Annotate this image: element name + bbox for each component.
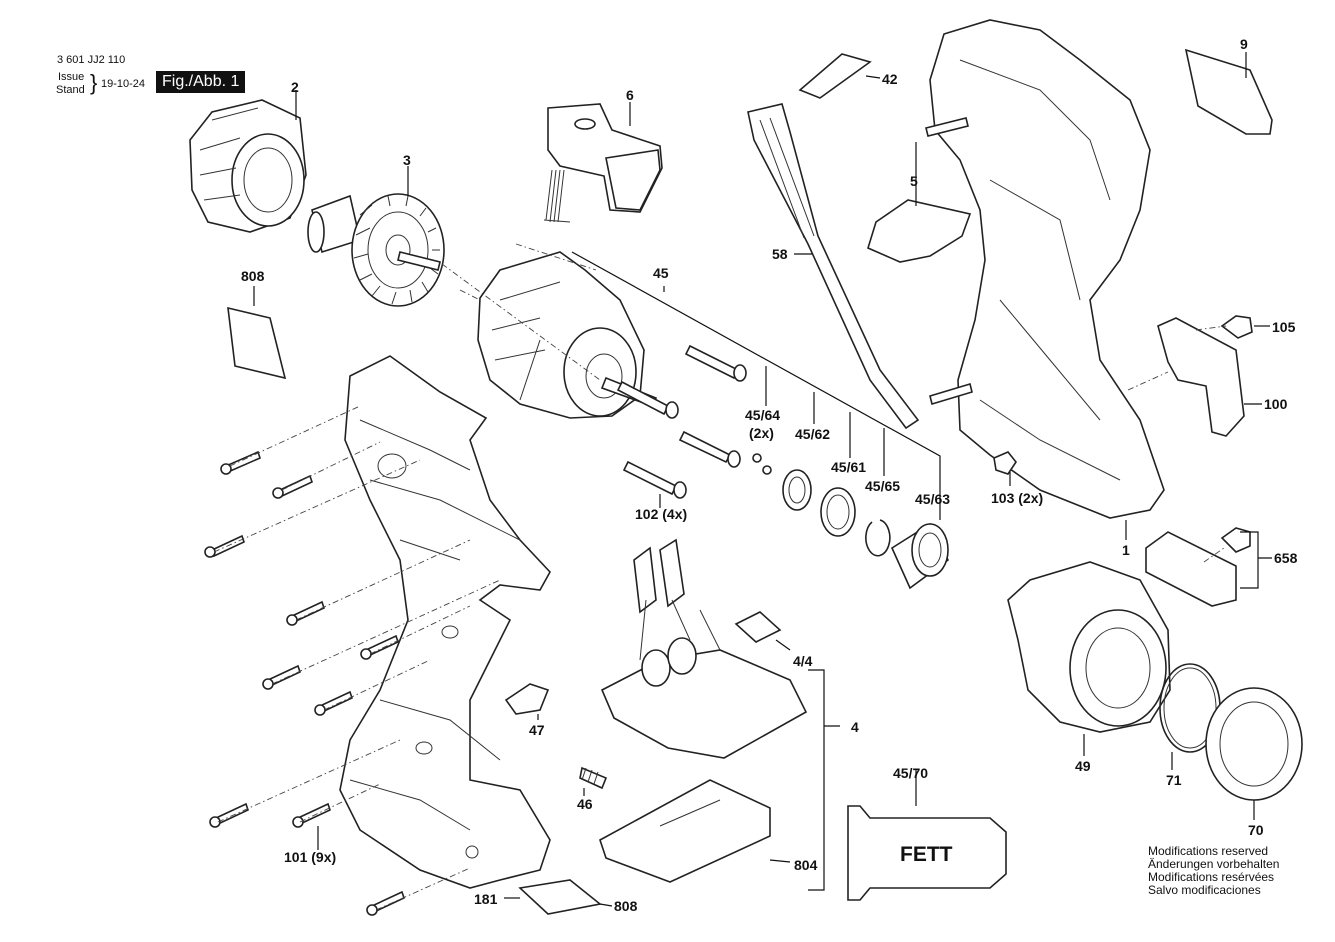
label-part-2: 2 [291, 79, 299, 95]
label-part-9: 9 [1240, 36, 1248, 52]
label-part-46: 46 [577, 796, 593, 812]
part-spring-46 [579, 766, 608, 790]
doc-number: 3 601 JJ2 110 [57, 54, 126, 66]
part-washer-45-61 [820, 487, 856, 537]
label-part-804: 804 [794, 857, 818, 873]
label-part-808-top: 808 [241, 268, 265, 284]
part-belt-clip-100 [1157, 317, 1245, 437]
part-rotor-3 [307, 193, 445, 307]
note-line-2: Änderungen vorbehalten [1148, 857, 1280, 871]
part-electronics-4 [600, 538, 808, 759]
label-part-45-70: 45/70 [893, 765, 929, 781]
part-switch-6 [543, 103, 663, 223]
part-label-9 [1184, 48, 1273, 135]
label-part-45-61: 45/61 [831, 459, 867, 475]
part-stator-2 [189, 99, 307, 233]
label-part-1: 1 [1122, 542, 1130, 558]
label-part-102: 102 (4x) [635, 506, 688, 522]
figure-label: Fig./Abb. 1 [156, 71, 246, 93]
part-label-sheet-808 [227, 306, 287, 380]
label-part-45-63: 45/63 [915, 491, 951, 507]
stand-label: Stand [56, 84, 85, 96]
label-part-45-64: 45/64 [745, 407, 781, 423]
part-strap-58 [747, 103, 920, 430]
part-ring-45-62 [782, 469, 812, 511]
label-part-45-62: 45/62 [795, 426, 831, 442]
part-nut-103 [993, 451, 1017, 475]
label-part-47: 47 [529, 722, 545, 738]
label-part-42: 42 [882, 71, 898, 87]
label-part-4: 4 [851, 719, 859, 735]
part-circlip-45-65 [865, 519, 891, 557]
label-part-103: 103 (2x) [991, 490, 1044, 506]
part-screw-105 [1220, 315, 1253, 339]
part-housing-half-1 [925, 19, 1165, 519]
part-slider-5 [867, 199, 972, 263]
part-label-sheet-808-bottom [518, 879, 602, 915]
part-ball-45-64a [752, 453, 762, 463]
note-line-4: Salvo modificaciones [1148, 883, 1261, 897]
label-part-49: 49 [1075, 758, 1091, 774]
part-grease-tube-45-70 [847, 805, 1007, 901]
label-part-105: 105 [1272, 319, 1296, 335]
part-screws-102 [616, 344, 747, 499]
leader-lines [253, 52, 1272, 907]
part-button-47 [504, 683, 550, 715]
label-part-3: 3 [403, 152, 411, 168]
label-part-101: 101 (9x) [284, 849, 337, 865]
issue-label: Issue [58, 71, 85, 83]
part-screws-101 [204, 450, 405, 916]
label-part-5: 5 [910, 173, 918, 189]
label-part-71: 71 [1166, 772, 1182, 788]
label-part-45-65: 45/65 [865, 478, 901, 494]
part-sleeve-45-63 [890, 522, 950, 590]
label-part-181: 181 [474, 891, 498, 907]
issue-date: 19-10-24 [101, 78, 146, 90]
part-gear-housing-45 [477, 251, 658, 419]
label-part-6: 6 [626, 87, 634, 103]
grease-label: FETT [900, 843, 953, 866]
part-cap-70 [1205, 687, 1303, 801]
label-part-4-4: 4/4 [793, 653, 813, 669]
part-housing-half-left [339, 355, 551, 889]
part-front-cover-49 [1007, 561, 1171, 733]
alignment-lines [213, 243, 1227, 911]
label-part-45: 45 [653, 265, 669, 281]
label-part-58: 58 [772, 246, 788, 262]
part-label-42 [798, 53, 872, 99]
note-line-3: Modifications resérvées [1148, 870, 1275, 884]
part-bracket-658 [1145, 527, 1251, 607]
part-ball-45-64b [762, 465, 772, 475]
part-plate-804 [599, 779, 771, 883]
label-part-45-64-qty: (2x) [749, 425, 774, 441]
brace-glyph: } [90, 70, 98, 95]
label-part-808-bottom: 808 [614, 898, 638, 914]
label-part-70: 70 [1248, 822, 1264, 838]
label-part-658: 658 [1274, 550, 1298, 566]
label-part-100: 100 [1264, 396, 1288, 412]
note-line-1: Modifications reserved [1148, 844, 1269, 858]
